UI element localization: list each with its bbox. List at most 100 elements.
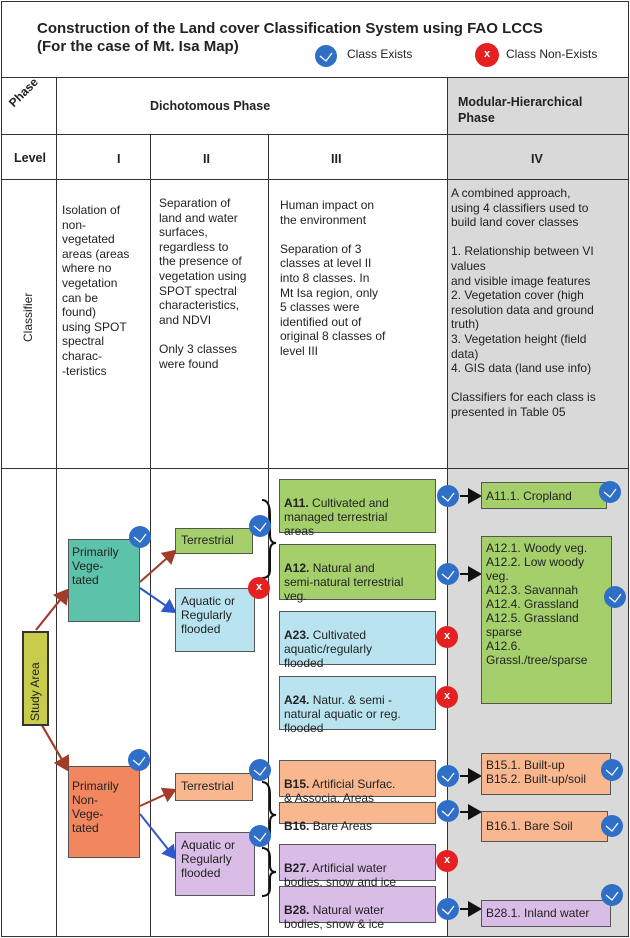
classifier-III: Human impact on the environment Separati… xyxy=(280,198,386,358)
checkmark-icon xyxy=(599,481,621,503)
A23-text: Cultivated aquatic/regularly flooded xyxy=(284,628,373,670)
class-exists-badge xyxy=(248,824,272,848)
level-II: II xyxy=(203,152,210,166)
classifier-II: Separation of land and water surfaces, r… xyxy=(159,196,247,371)
A11-1-box: A11.1. Cropland xyxy=(481,482,607,509)
checkmark-icon xyxy=(437,563,459,585)
veg-terrestrial-box: Terrestrial xyxy=(175,528,253,554)
level-I: I xyxy=(117,152,121,166)
x-icon: x xyxy=(443,630,451,642)
A24-code: A24. xyxy=(284,693,310,707)
level-III: III xyxy=(331,152,342,166)
B27-code: B27. xyxy=(284,861,310,875)
B15-text: Artificial Surfac. & Associa. Areas xyxy=(284,777,396,805)
class-nonexists-badge-legend: x xyxy=(475,43,499,67)
class-exists-badge xyxy=(248,758,272,782)
checkmark-icon xyxy=(249,825,271,847)
B28-box: B28. Natural water bodies, snow & ice xyxy=(279,886,436,931)
diagram-row xyxy=(1,468,629,937)
class-exists-badge xyxy=(603,585,627,609)
A11-text: Cultivated and managed terrestrial areas xyxy=(284,496,389,538)
class-exists-label: Class Exists xyxy=(347,47,413,61)
veg-aquatic-box: Aquatic or Regularly flooded xyxy=(175,588,255,652)
checkmark-icon xyxy=(601,884,623,906)
class-exists-badge xyxy=(248,514,272,538)
primarily-nonvegetated-box: Primarily Non- Vege- tated xyxy=(68,766,140,858)
checkmark-icon xyxy=(437,765,459,787)
class-exists-badge xyxy=(436,799,460,823)
checkmark-icon xyxy=(604,586,626,608)
class-exists-badge xyxy=(600,814,624,838)
class-exists-badge xyxy=(600,758,624,782)
A24-text: Natur. & semi - natural aquatic or reg. … xyxy=(284,693,401,735)
A11-box: A11. Cultivated and managed terrestrial … xyxy=(279,479,436,538)
class-exists-badge xyxy=(436,897,460,921)
class-nonexists-badge: x xyxy=(436,686,458,708)
B27-box: B27. Artificial water bodies, snow and i… xyxy=(279,844,436,889)
classifier-IV: A combined approach, using 4 classifiers… xyxy=(451,186,596,419)
B28-1-box: B28.1. Inland water xyxy=(481,900,611,927)
nonveg-terrestrial-box: Terrestrial xyxy=(175,773,253,801)
x-icon: x xyxy=(443,854,451,866)
col-divider-2 xyxy=(268,134,269,937)
checkmark-icon xyxy=(437,485,459,507)
col-divider-3 xyxy=(447,78,448,937)
class-nonexists-label: Class Non-Exists xyxy=(506,47,598,61)
class-exists-badge xyxy=(436,764,460,788)
checkmark-icon xyxy=(601,759,623,781)
A12-code: A12. xyxy=(284,561,310,575)
class-nonexists-badge: x xyxy=(248,577,270,599)
primarily-vegetated-box: Primarily Vege- tated xyxy=(68,539,140,622)
title-line-2: (For the case of Mt. Isa Map) xyxy=(37,38,239,55)
class-exists-badge xyxy=(598,480,622,504)
B15-code: B15. xyxy=(284,777,310,791)
class-exists-badge xyxy=(436,484,460,508)
x-icon: x xyxy=(443,690,451,702)
A12-subclasses-box: A12.1. Woody veg. A12.2. Low woody veg. … xyxy=(481,536,612,704)
checkmark-icon xyxy=(437,898,459,920)
modular-phase-label: Modular-Hierarchical Phase xyxy=(458,95,583,125)
study-area-box: Study Area xyxy=(22,631,49,726)
class-nonexists-badge: x xyxy=(436,626,458,648)
B28-text: Natural water bodies, snow & ice xyxy=(284,903,385,931)
B16-text: Bare Areas xyxy=(309,819,373,833)
checkmark-icon xyxy=(128,749,150,771)
col-divider-0 xyxy=(56,78,57,937)
class-exists-badge xyxy=(436,562,460,586)
class-exists-badge xyxy=(128,525,152,549)
checkmark-icon xyxy=(249,759,271,781)
B15-subclasses-box: B15.1. Built-up B15.2. Built-up/soil xyxy=(481,753,611,795)
class-exists-badge xyxy=(127,748,151,772)
A11-code: A11. xyxy=(284,496,309,510)
nonveg-aquatic-box: Aquatic or Regularly flooded xyxy=(175,832,255,896)
level-IV: IV xyxy=(531,152,543,166)
checkmark-icon xyxy=(129,526,151,548)
diagram-title: Construction of the Land cover Classific… xyxy=(37,20,627,56)
class-exists-badge xyxy=(600,883,624,907)
B16-1-box: B16.1. Bare Soil xyxy=(481,811,608,842)
class-nonexists-badge: x xyxy=(436,850,458,872)
B16-box: B16. Bare Areas xyxy=(279,802,436,833)
B16-code: B16. xyxy=(284,819,310,833)
x-icon: x xyxy=(483,48,491,60)
B27-text: Artificial water bodies, snow and ice xyxy=(284,861,397,889)
checkmark-icon xyxy=(601,815,623,837)
A12-text: Natural and semi-natural terrestrial veg… xyxy=(284,561,404,603)
B15-box: B15. Artificial Surfac. & Associa. Areas xyxy=(279,760,436,805)
B28-code: B28. xyxy=(284,903,310,917)
A12-box: A12. Natural and semi-natural terrestria… xyxy=(279,544,436,603)
A23-code: A23. xyxy=(284,628,310,642)
level-label: Level xyxy=(14,151,46,165)
checkmark-icon xyxy=(249,515,271,537)
x-icon: x xyxy=(255,581,263,593)
study-area-label: Study Area xyxy=(28,662,42,721)
checkmark-icon xyxy=(437,800,459,822)
title-line-1: Construction of the Land cover Classific… xyxy=(37,20,543,37)
class-exists-badge-legend xyxy=(314,44,338,68)
A24-box: A24. Natur. & semi - natural aquatic or … xyxy=(279,676,436,735)
classifier-I: Isolation of non- vegetated areas (areas… xyxy=(62,203,130,378)
checkmark-icon xyxy=(315,45,337,67)
dichotomous-phase-label: Dichotomous Phase xyxy=(150,99,271,113)
A23-box: A23. Cultivated aquatic/regularly floode… xyxy=(279,611,436,670)
